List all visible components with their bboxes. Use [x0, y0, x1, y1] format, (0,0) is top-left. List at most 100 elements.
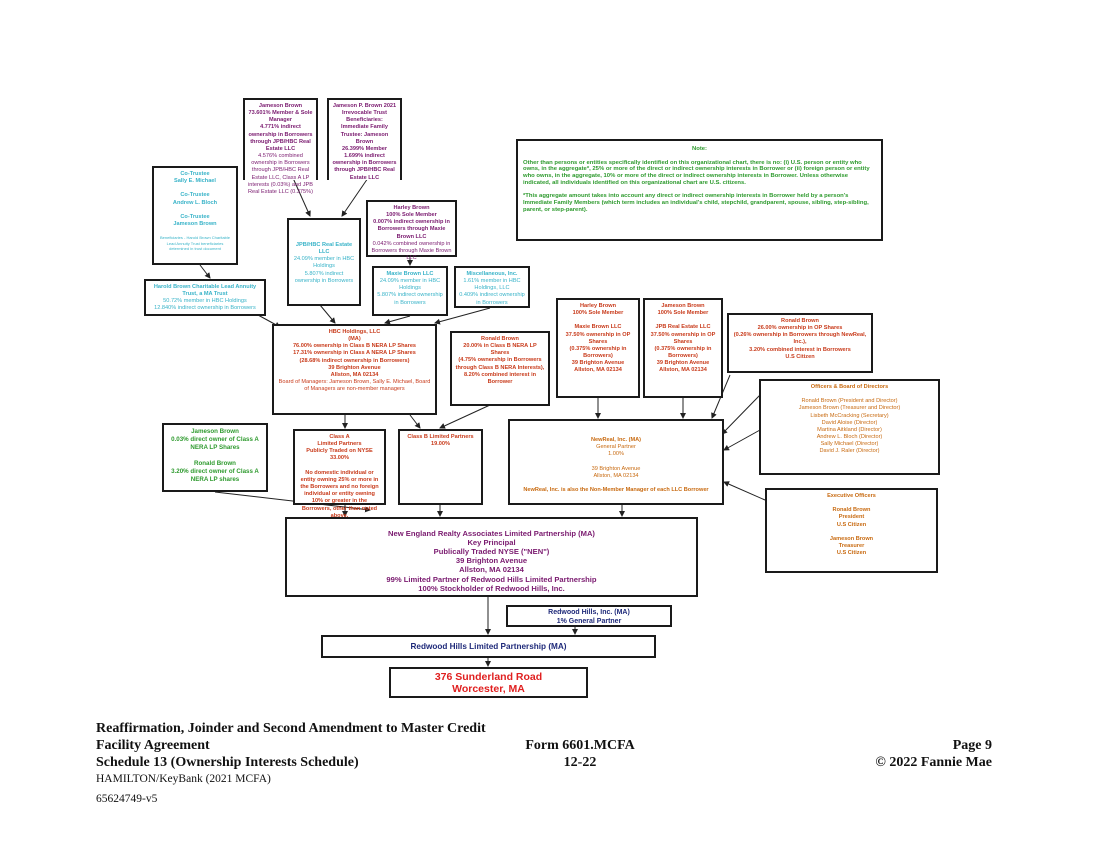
box-line: Co-Trustee [180, 213, 210, 220]
box-line: Martina Aitkland (Director) [817, 426, 882, 433]
box-line: Harley Brown [393, 205, 430, 211]
note-paragraph-2: *This aggregate amount takes into accoun… [523, 193, 869, 214]
jameson-brown-top-box: Jameson Brown 73.601% Member & Sole Mana… [243, 98, 318, 195]
box-line: (0.375% ownership in Borrowers) [654, 345, 712, 360]
box-line: 376 Sunderland Road [434, 671, 543, 683]
box-line: Ronald Brown [481, 336, 519, 342]
box-line: 24.09% member in HBC Holdings [379, 278, 441, 292]
box-line: 5.807% indirect ownership in Borrowers [377, 292, 443, 306]
box-line: 17.31% ownership in Class A NERA LP Shar… [293, 350, 416, 357]
box-line: Sally Michael (Director) [820, 441, 879, 448]
co-trustees-box: Co-Trustee Sally E. Michael Co-Trustee A… [152, 166, 238, 265]
box-line: Redwood Hills Limited Partnership (MA) [410, 642, 567, 651]
box-line: 39 Brighton Avenue [328, 364, 381, 371]
box-line: 26.399% Member [341, 145, 388, 152]
box-line: 12.840% indirect ownership in Borrowers [154, 305, 256, 312]
box-line: HBC Holdings, LLC [328, 329, 381, 335]
harley-brown-top-box: Harley Brown 100% Sole Member 0.007% ind… [366, 200, 457, 261]
box-line: Harley Brown [579, 303, 617, 309]
box-line: 100% Sole Member [572, 310, 624, 317]
newreal-inc-box: NewReal, Inc. (MA) General Partner 1.00%… [508, 419, 724, 505]
box-line: Redwood Hills, Inc. (MA) [548, 609, 630, 616]
box-line: 4.576% combined ownership in Borrowers t… [248, 153, 313, 195]
class-a-limited-partners-box: Class A Limited Partners Publicly Traded… [293, 429, 386, 519]
box-line: President [838, 514, 865, 521]
note-paragraph-1: Other than persons or entities specifica… [523, 159, 870, 186]
box-line: NewReal, Inc. (MA) [590, 437, 642, 443]
box-line: Maxie Brown LLC [386, 271, 434, 277]
box-line: Andrew L. Bloch [172, 199, 218, 206]
class-b-limited-partners-box: Class B Limited Partners 19.00% [398, 429, 483, 505]
box-line: 5.807% indirect ownership in Borrowers [294, 270, 354, 284]
box-line: Allston, MA 02134 [659, 367, 707, 374]
box-line: 99% Limited Partner of Redwood Hills Lim… [386, 574, 597, 584]
box-line: Jameson Brown [661, 303, 705, 309]
direct-owners-box: Jameson Brown 0.03% direct owner of Clas… [162, 423, 268, 492]
box-line: Maxie Brown LLC [574, 324, 622, 331]
box-line: 33.00% [330, 455, 349, 462]
box-line: Class B Limited Partners [407, 434, 474, 440]
box-line: Jameson P. Brown 2021 Irrevocable Trust [332, 103, 397, 117]
box-line: Co-Trustee [180, 171, 210, 177]
box-line: (0.375% ownership in Borrowers) [569, 345, 627, 360]
box-line: 3.20% combined interest in Borrowers [749, 346, 851, 353]
box-line: Class A [329, 434, 350, 440]
jameson-jpb-mid-box: Jameson Brown 100% Sole Member JPB Real … [643, 298, 723, 398]
box-line: 100% Stockholder of Redwood Hills, Inc. [418, 583, 565, 593]
box-line: 26.00% ownership in OP Shares [757, 325, 843, 332]
property-box: 376 Sunderland Road Worcester, MA [389, 667, 588, 698]
box-line: 19.00% [431, 441, 450, 448]
jpb-hbc-real-estate-box: JPB/HBC Real Estate LLC 24.09% member in… [287, 218, 361, 306]
box-line: Beneficiaries - Harold Brown Charitable … [159, 235, 231, 251]
box-line: Miscellaneous, Inc. [466, 271, 518, 277]
box-line: 24.09% member in HBC Holdings [293, 256, 355, 270]
box-line: Trustee: Jameson Brown [340, 131, 389, 145]
box-line: JPB/HBC Real Estate LLC [295, 242, 353, 256]
trust-2021-box: Jameson P. Brown 2021 Irrevocable Trust … [327, 98, 402, 181]
box-line: Allston, MA 02134 [459, 565, 524, 575]
box-line: Lisbeth McCracking (Secretary) [810, 412, 889, 419]
box-line: David Aloise (Director) [821, 419, 878, 426]
redwood-hills-inc-box: Redwood Hills, Inc. (MA) 1% General Part… [506, 605, 672, 627]
box-line: Jameson Brown (Treasurer and Director) [798, 405, 901, 412]
box-line: 76.00% ownership in Class B NERA LP Shar… [292, 343, 417, 350]
box-line: U.S Citizen [785, 353, 815, 360]
box-line: 50.72% member in HBC Holdings [163, 298, 247, 305]
box-line: 39 Brighton Avenue [571, 360, 625, 367]
footer-copyright: © 2022 Fannie Mae [875, 755, 992, 770]
box-line: Beneficiaries: Immediate Family [341, 117, 388, 131]
hbc-holdings-box: HBC Holdings, LLC (MA) 76.00% ownership … [272, 324, 437, 415]
box-line: 1.699% indirect ownership in Borrowers t… [332, 153, 397, 181]
footer-title-line-3: Schedule 13 (Ownership Interests Schedul… [96, 755, 359, 770]
footer-center: Form 6601.MCFA 12-22 [520, 737, 640, 771]
box-line: Harold Brown Charitable Lead Annuity Tru… [153, 284, 257, 298]
box-line: 39 Brighton Avenue [591, 465, 641, 472]
box-line: Sally E. Michael [174, 178, 216, 185]
box-line: (0.26% ownership in Borrowers through Ne… [733, 332, 867, 346]
harley-maxie-mid-box: Harley Brown 100% Sole Member Maxie Brow… [556, 298, 640, 398]
footer-title-line-1: Reaffirmation, Joinder and Second Amendm… [96, 721, 486, 736]
footer-form-number: Form 6601.MCFA [525, 738, 635, 753]
officers-board-box: Officers & Board of Directors Ronald Bro… [759, 379, 940, 475]
box-line: New England Realty Associates Limited Pa… [388, 529, 595, 538]
nera-key-principal-box: New England Realty Associates Limited Pa… [285, 517, 698, 597]
footer-left: Reaffirmation, Joinder and Second Amendm… [96, 720, 516, 808]
box-line: (MA) [348, 336, 361, 343]
box-line: Andrew L. Bloch (Director) [816, 434, 883, 441]
box-line: Jameson Brown [258, 103, 303, 109]
misc-inc-box: Miscellaneous, Inc. 1.61% member in HBC … [454, 266, 530, 308]
note-title: Note: [691, 146, 708, 152]
box-line: NewReal, Inc. is also the Non-Member Man… [523, 487, 709, 494]
box-line: Publically Traded NYSE ("NEN") [433, 547, 550, 557]
box-line: Jameson Brown [191, 428, 239, 435]
box-line: 0.409% indirect ownership in Borrowers [459, 292, 525, 306]
box-line: 1% General Partner [556, 617, 622, 625]
footer-file-ref: HAMILTON/KeyBank (2021 MCFA) [96, 773, 271, 785]
box-line: David J. Raler (Director) [819, 448, 880, 455]
maxie-brown-llc-top-box: Maxie Brown LLC 24.09% member in HBC Hol… [372, 266, 448, 316]
box-line: Allston, MA 02134 [330, 371, 379, 378]
box-line: Worcester, MA [452, 683, 525, 696]
box-line: Allston, MA 02134 [574, 367, 622, 374]
box-line: Ronald Brown (President and Director) [801, 398, 898, 405]
box-line: 0.007% indirect ownership in Borrowers t… [373, 219, 450, 240]
